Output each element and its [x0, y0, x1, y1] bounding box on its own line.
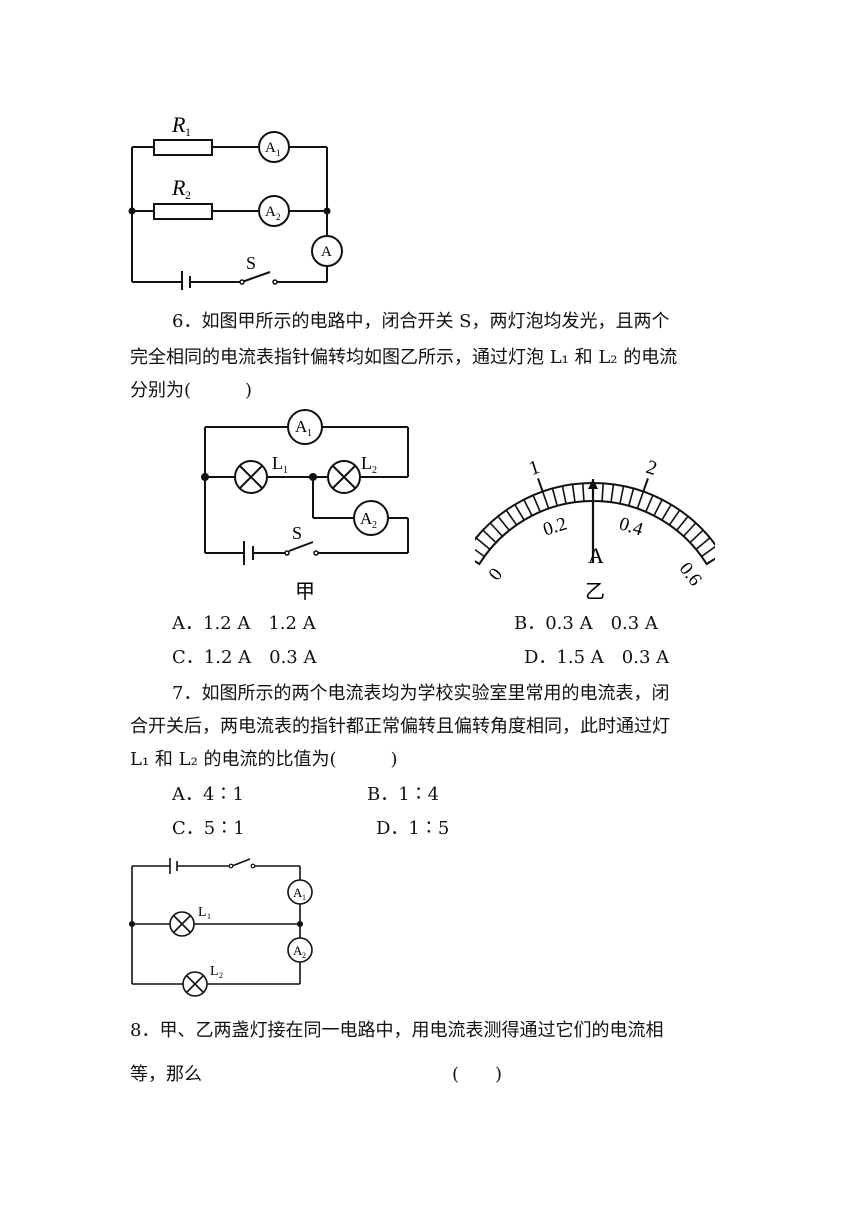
figure-caption-yi: 乙: [585, 581, 605, 603]
circuit-figure-jia: A 1 L 1 L 2 A 2 S 甲: [201, 409, 409, 603]
ammeter-a2-label: A: [293, 943, 303, 958]
dial-minor-tick: [689, 529, 704, 544]
svg-text:2: 2: [372, 465, 377, 476]
circuit-figure-q5: R 1 R 2 A 1 A 2 A S: [128, 112, 343, 290]
dial-bottom-label: 0.6: [675, 559, 706, 591]
circuit-figure-q7: A 1 A 2 L 1 L 2: [129, 858, 313, 997]
lamp-l1-label: L: [272, 453, 283, 473]
dial-minor-tick: [627, 488, 635, 507]
q6-line1: 6．如图甲所示的电路中，闭合开关 S，两灯泡均发光，且两个: [172, 311, 670, 332]
q7-line2: 合开关后，两电流表的指针都正常偏转且偏转角度相同，此时通过灯: [130, 716, 670, 737]
ammeter-a2-label: A: [360, 509, 373, 528]
dial-minor-tick: [482, 529, 497, 544]
dial-minor-tick: [701, 545, 715, 558]
ammeter-a2-label: A: [265, 204, 276, 220]
svg-text:2: 2: [219, 971, 223, 980]
svg-text:2: 2: [372, 520, 377, 531]
q7-line1: 7．如图所示的两个电流表均为学校实验室里常用的电流表，闭: [172, 683, 670, 704]
q6-option-c[interactable]: C．1.2 A 0.3 A: [172, 647, 317, 668]
dial-minor-tick: [475, 548, 485, 558]
q7-line3: L₁ 和 L₂ 的电流的比值为( ): [130, 749, 398, 770]
dial-minor-tick: [505, 509, 518, 526]
dial-bottom-label: 0.4: [616, 513, 645, 540]
dial-top-label: 1: [526, 456, 542, 480]
dial-minor-tick: [475, 560, 480, 565]
dial-minor-tick: [661, 504, 672, 521]
dial-minor-tick: [619, 485, 625, 504]
dial-minor-tick: [514, 504, 525, 521]
dial-minor-tick: [541, 491, 550, 509]
lamp-l1-label: L: [198, 905, 207, 920]
dial-minor-tick: [581, 483, 585, 502]
dial-minor-tick: [601, 483, 605, 502]
ammeter-a1-label: A: [293, 885, 303, 900]
svg-text:1: 1: [207, 912, 211, 921]
dial-minor-tick: [523, 499, 533, 517]
svg-text:2: 2: [185, 188, 191, 202]
dial-minor-tick: [668, 509, 681, 526]
dial-bottom-label: 0: [485, 564, 507, 584]
dial-unit-label: A: [588, 543, 604, 568]
q8-line2: 等，那么: [130, 1064, 202, 1085]
dial-major-tick: [642, 478, 649, 492]
r1-label: R: [171, 112, 186, 137]
dial-top-label: 2: [644, 456, 660, 480]
figure-caption-jia: 甲: [295, 581, 315, 603]
dial-major-tick: [537, 478, 544, 492]
ammeter-a1-label: A: [295, 417, 308, 436]
dial-minor-tick: [706, 557, 715, 565]
q8-line1: 8．甲、乙两盏灯接在同一电路中，用电流表测得通过它们的电流相: [130, 1020, 664, 1041]
r2-label: R: [171, 175, 186, 200]
q6-option-d[interactable]: D．1.5 A 0.3 A: [524, 647, 670, 668]
dial-minor-tick: [682, 522, 697, 537]
q7-option-b[interactable]: B．1∶4: [367, 784, 440, 805]
q8-answer-paren: ( ): [452, 1064, 503, 1085]
dial-minor-tick: [561, 485, 567, 504]
dial-bottom-label: 0.2: [541, 513, 570, 540]
switch-label: S: [292, 523, 302, 543]
q6-line3: 分别为( ): [130, 380, 253, 401]
dial-minor-tick: [610, 484, 615, 503]
lamp-l2-label: L: [361, 453, 372, 473]
dial-minor-tick: [636, 491, 645, 509]
ammeter-a-label: A: [321, 244, 332, 260]
q6-option-b[interactable]: B．0.3 A 0.3 A: [514, 613, 658, 634]
dial-minor-tick: [571, 484, 576, 503]
dial-minor-tick: [645, 494, 654, 513]
svg-text:2: 2: [302, 951, 306, 960]
q6-option-a[interactable]: A．1.2 A 1.2 A: [172, 613, 316, 634]
switch-label: S: [246, 253, 256, 273]
dial-minor-tick: [676, 515, 689, 531]
ammeter-a1-label: A: [265, 140, 276, 156]
q7-option-c[interactable]: C．5∶1: [172, 818, 245, 839]
dial-minor-tick: [475, 537, 491, 550]
dial-minor-tick: [497, 515, 510, 531]
svg-text:1: 1: [307, 428, 312, 439]
dial-minor-tick: [695, 537, 711, 550]
svg-text:1: 1: [276, 148, 281, 158]
svg-text:1: 1: [185, 125, 191, 139]
dial-minor-tick: [532, 494, 541, 513]
dial-pointer-head: [588, 479, 598, 489]
svg-text:1: 1: [302, 893, 306, 902]
dial-minor-tick: [551, 488, 559, 507]
svg-text:2: 2: [276, 212, 281, 222]
svg-text:1: 1: [283, 465, 288, 476]
dial-minor-tick: [489, 522, 504, 537]
q7-option-a[interactable]: A．4∶1: [172, 784, 244, 805]
ammeter-dial-yi: 012300.20.40.6 A 乙: [475, 456, 715, 603]
q7-option-d[interactable]: D．1∶5: [376, 818, 450, 839]
lamp-l2-label: L: [210, 964, 219, 979]
dial-minor-tick: [653, 499, 663, 517]
q6-line2: 完全相同的电流表指针偏转均如图乙所示，通过灯泡 L₁ 和 L₂ 的电流: [130, 347, 678, 368]
